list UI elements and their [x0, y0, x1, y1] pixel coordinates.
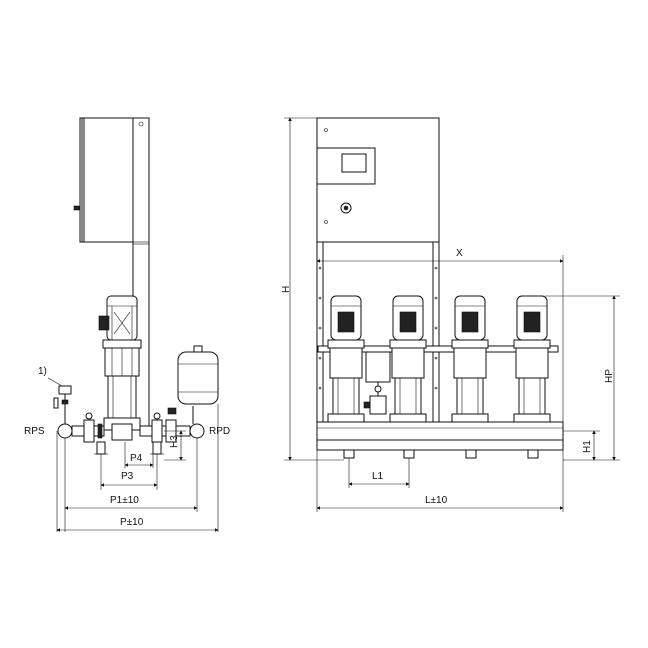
hp-label: HP — [604, 369, 615, 383]
l1-label: L1 — [372, 471, 384, 482]
cabinet-handle — [73, 205, 81, 211]
expansion-vessel — [177, 351, 219, 405]
base-frame — [316, 421, 564, 441]
x-label: X — [456, 248, 463, 259]
motor-side — [106, 295, 138, 341]
p4-label: P4 — [130, 453, 143, 464]
foot-left — [96, 441, 106, 455]
base-rail — [316, 439, 564, 451]
p1-label: P1±10 — [110, 495, 139, 506]
vessel-front — [365, 351, 391, 383]
foot-1 — [343, 449, 355, 459]
pump-foot — [111, 423, 133, 441]
motor-flange — [102, 339, 142, 349]
pump-4 — [513, 295, 551, 423]
l-label: L±10 — [425, 495, 448, 506]
terminal-box — [98, 315, 110, 331]
mast-bolt — [138, 121, 144, 127]
note-leader — [47, 377, 63, 387]
h1-label: H1 — [582, 440, 593, 453]
discharge-valve — [151, 419, 163, 443]
pump-1 — [327, 295, 365, 423]
cabinet-door-edge — [79, 117, 85, 243]
pressure-reducer — [369, 395, 387, 415]
control-cabinet-side — [81, 117, 135, 243]
foot-2 — [403, 449, 415, 459]
pump-body-side — [107, 375, 137, 421]
valve-handle-left — [85, 412, 93, 420]
h-label: H — [281, 286, 292, 293]
pump-2 — [389, 295, 427, 423]
foot-3 — [465, 449, 477, 459]
h3-label: H3 — [169, 435, 180, 448]
p3-label: P3 — [121, 471, 134, 482]
pump-3 — [451, 295, 489, 423]
suction-manifold-end — [57, 423, 73, 439]
frame-holes — [318, 266, 438, 390]
rpd-label: RPD — [209, 426, 230, 437]
rps-label: RPS — [24, 426, 45, 437]
p-label: P±10 — [120, 517, 144, 528]
foot-4 — [527, 449, 539, 459]
note-label: 1) — [38, 366, 47, 377]
foot-right — [152, 441, 162, 455]
discharge-collector — [317, 345, 559, 353]
valve-handle-right — [153, 412, 161, 420]
pressure-switch — [58, 385, 72, 395]
discharge-manifold-end — [189, 423, 205, 439]
front-view: H X HP H1 L1 L±10 — [281, 117, 620, 512]
display-screen — [341, 153, 367, 173]
suction-valve — [83, 419, 95, 443]
side-view: 1) RPS RPD P3 P4 H3 P1±10 P±10 — [24, 117, 230, 532]
